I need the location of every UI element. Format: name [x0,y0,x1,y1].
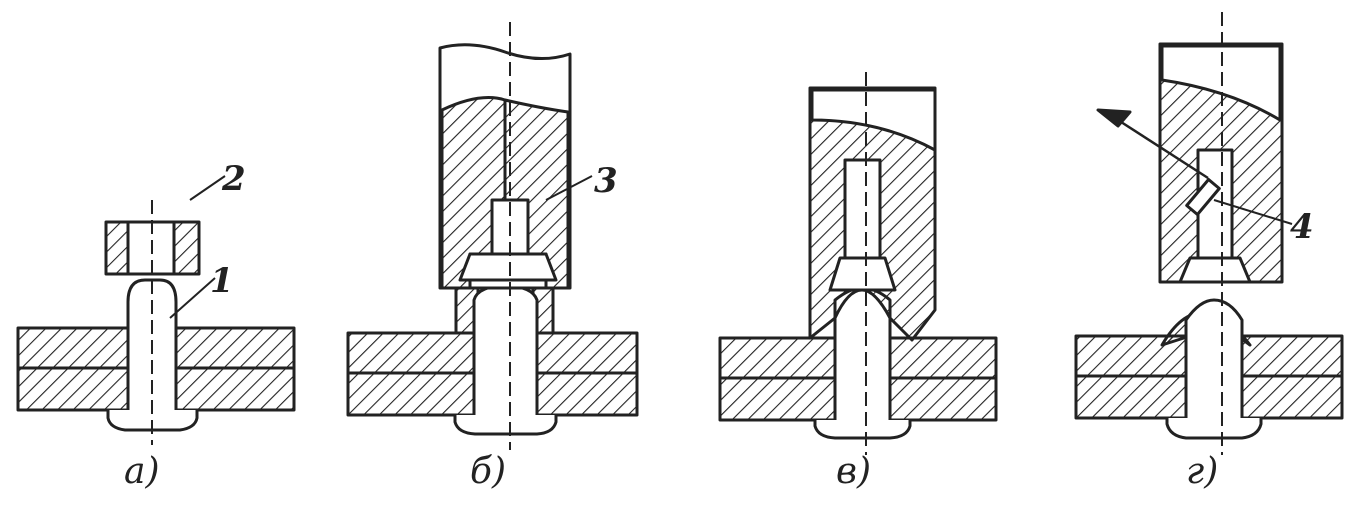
label-part-2: 2 [221,159,246,199]
rivet-set-tool [438,43,572,290]
stage-b [346,22,639,450]
leader-line-4 [1213,199,1293,225]
caption-g: г) [1186,451,1218,492]
ejection-arrow [1117,118,1209,180]
caption-a: а) [124,451,160,492]
label-part-4: 4 [1290,207,1314,247]
label-part-1: 1 [210,261,234,301]
stage-v [718,72,998,455]
leader-line-1 [169,277,216,319]
sheet-plates [346,331,639,417]
sheet-plates [1074,334,1344,420]
rivet-shank [453,284,558,436]
label-part-3: 3 [594,161,618,201]
sheet-plates [718,336,998,422]
stage-g [1074,12,1344,455]
rivet-shank [1160,298,1263,440]
stage-a [16,175,296,445]
caption-v: в) [836,451,871,492]
arrow-head [1096,108,1132,128]
leader-line-2 [189,175,226,201]
caption-b: б) [470,451,506,492]
sheet-plates [16,326,296,412]
rivet-set-tool [808,86,937,342]
leader-line-3 [545,175,593,201]
